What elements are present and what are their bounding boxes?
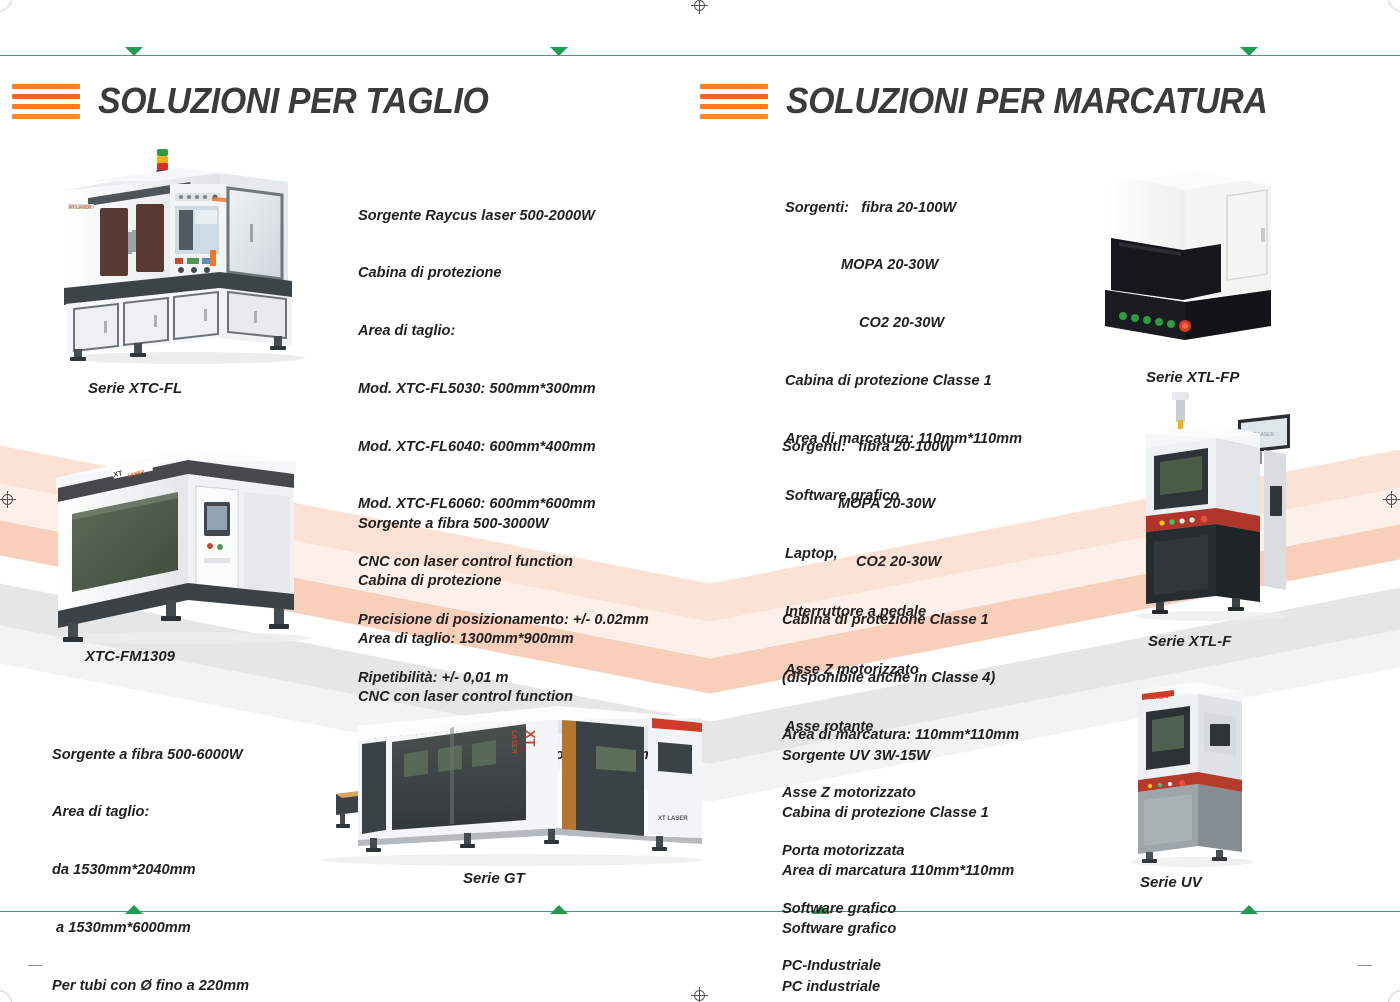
svg-text:XT LASER: XT LASER xyxy=(69,205,92,210)
spec-line: Area di taglio: 1300mm*900mm xyxy=(358,631,574,647)
spec-line: CNC con laser control function xyxy=(358,688,573,705)
registration-mark-right xyxy=(1383,491,1400,508)
spec-line: Precisione di posizionamento: +/- 0.02mm xyxy=(358,611,649,628)
spec-line: PC-Industriale xyxy=(782,958,881,975)
svg-text:XT LASER: XT LASER xyxy=(1250,432,1274,438)
spec-line: Mod. XTC-FL5030: 500mm*300mm xyxy=(358,380,596,397)
spec-line: CO2 20-30W xyxy=(859,315,945,331)
spec-line: Mod. XTC-FL6040: 600mm*400mm xyxy=(358,438,596,455)
spec-line: Area di marcatura 110mm*110mm xyxy=(782,863,1015,879)
product-caption-xtl-f: Serie XTL-F xyxy=(1148,633,1232,650)
spec-line: Area di marcatura: 110mm*110mm xyxy=(782,727,1020,744)
spec-line: Asse Z motorizzato xyxy=(782,785,916,801)
registration-mark-top xyxy=(691,0,708,14)
machine-image-xtl-fp xyxy=(1095,150,1297,352)
spec-list-serie-gt: Sorgente a fibra 500-6000W Area di tagli… xyxy=(52,707,277,1002)
spec-line: CNC con laser control function xyxy=(358,554,573,570)
orange-bars-icon xyxy=(12,83,80,119)
spec-line: Sorgente UV 3W-15W xyxy=(782,747,930,764)
spec-line: da 1530mm*2040mm xyxy=(52,862,196,878)
side-tick-right xyxy=(1358,965,1372,966)
cutting-section-title: SOLUZIONI PER TAGLIO xyxy=(98,80,489,121)
crop-tick-bottom-1 xyxy=(125,905,143,914)
orange-bars-icon xyxy=(700,83,768,119)
spec-line: Area di taglio: xyxy=(358,323,456,339)
spec-line: Software grafico xyxy=(782,920,897,937)
spec-line: Software grafico xyxy=(785,488,900,505)
crop-tick-bottom-2 xyxy=(550,905,568,914)
spec-list-xtl-f: Sorgenti: fibra 20-100W MOPA 20-30W CO2 … xyxy=(782,399,1019,1002)
product-caption-xtc-fm1309: XTC-FM1309 xyxy=(85,648,176,665)
spec-line: Interruttore a pedale xyxy=(785,603,927,620)
top-rule-line xyxy=(0,55,1400,56)
crop-tick-bottom-4 xyxy=(1240,905,1258,914)
svg-text:XT: XT xyxy=(523,730,538,747)
spec-line: Cabina di protezione xyxy=(358,265,502,282)
product-caption-serie-uv: Serie UV xyxy=(1140,874,1202,891)
spec-line: Area di taglio: xyxy=(52,804,150,821)
spec-list-serie-uv: Sorgente UV 3W-15W Cabina di protezione … xyxy=(782,708,1014,1002)
marking-section-header: SOLUZIONI PER MARCATURA xyxy=(700,80,1298,122)
machine-image-serie-gt: XT LASER XT LASER xyxy=(300,688,724,870)
product-caption-serie-gt: Serie GT xyxy=(463,870,525,887)
spec-line: CO2 20-30W xyxy=(856,554,942,570)
spec-line: (disponibile anche in Classe 4) xyxy=(782,669,996,686)
spec-line: Cabina di protezione Classe 1 xyxy=(782,611,989,628)
spec-line: Sorgenti: fibra 20-100W xyxy=(782,438,954,455)
svg-text:XT: XT xyxy=(113,470,124,479)
svg-text:XT LASER: XT LASER xyxy=(1144,695,1169,701)
crop-tick-top-3 xyxy=(1240,47,1258,56)
spec-line: Sorgente a fibra 500-3000W xyxy=(358,515,549,532)
svg-text:XT LASER: XT LASER xyxy=(658,816,688,822)
spec-line: Sorgente Raycus laser 500-2000W xyxy=(358,207,595,224)
cutting-section-header: SOLUZIONI PER TAGLIO xyxy=(12,80,513,122)
crop-tick-bottom-3 xyxy=(812,905,830,914)
spec-line: Sorgenti: fibra 20-100W xyxy=(785,199,957,216)
spec-line: Ripetibilità: +/- 0,01 m xyxy=(358,669,509,686)
machine-image-serie-uv: XT LASER xyxy=(1120,668,1266,868)
spec-line: a 1530mm*6000mm xyxy=(52,919,191,936)
product-caption-xtl-fp: Serie XTL-FP xyxy=(1146,369,1240,386)
spec-list-xtl-fp: Sorgenti: fibra 20-100W MOPA 20-30W CO2 … xyxy=(785,160,1022,776)
crop-tick-top-2 xyxy=(550,47,568,56)
registration-mark-bottom xyxy=(691,987,708,1002)
spec-line: Laptop, xyxy=(785,546,838,562)
machine-image-xtl-f: XT LASER xyxy=(1120,390,1300,622)
svg-text:LASER: LASER xyxy=(127,469,145,478)
registration-mark-left xyxy=(0,491,16,508)
spec-line: PC industriale xyxy=(782,978,881,995)
spec-line: Asse Z motorizzato xyxy=(785,661,919,678)
spec-line: Sorgente a fibra 500-6000W xyxy=(52,746,243,763)
spec-line: Cabina di protezione xyxy=(358,573,502,590)
spec-line: Cabina di protezione Classe 1 xyxy=(785,372,992,389)
spec-line: MOPA 20-30W xyxy=(838,496,936,513)
spec-line: MOPA 20-30W xyxy=(841,257,939,274)
product-caption-xtc-fl: Serie XTC-FL xyxy=(88,380,183,397)
spec-line: Software grafico xyxy=(782,900,897,917)
spec-line: Porta motorizzata xyxy=(782,842,905,859)
spec-line: Area di marcatura: 110mm*110mm xyxy=(785,430,1023,447)
svg-text:LASER: LASER xyxy=(510,730,517,754)
spec-line: Per tubi con Ø fino a 220mm xyxy=(52,977,250,994)
side-tick-left xyxy=(28,965,42,966)
bottom-rule-line xyxy=(0,911,1400,912)
machine-image-xtc-fl: XT LASER xyxy=(42,146,324,368)
spec-line: Mod. XTC-FL6060: 600mm*600mm xyxy=(358,496,596,513)
spec-line: Asse rotante xyxy=(785,719,874,736)
marking-section-title: SOLUZIONI PER MARCATURA xyxy=(786,80,1268,121)
spec-line: Cabina di protezione Classe 1 xyxy=(782,805,989,822)
machine-image-xtc-fm1309: XT LASER xyxy=(38,418,326,648)
crop-tick-top-1 xyxy=(125,47,143,56)
